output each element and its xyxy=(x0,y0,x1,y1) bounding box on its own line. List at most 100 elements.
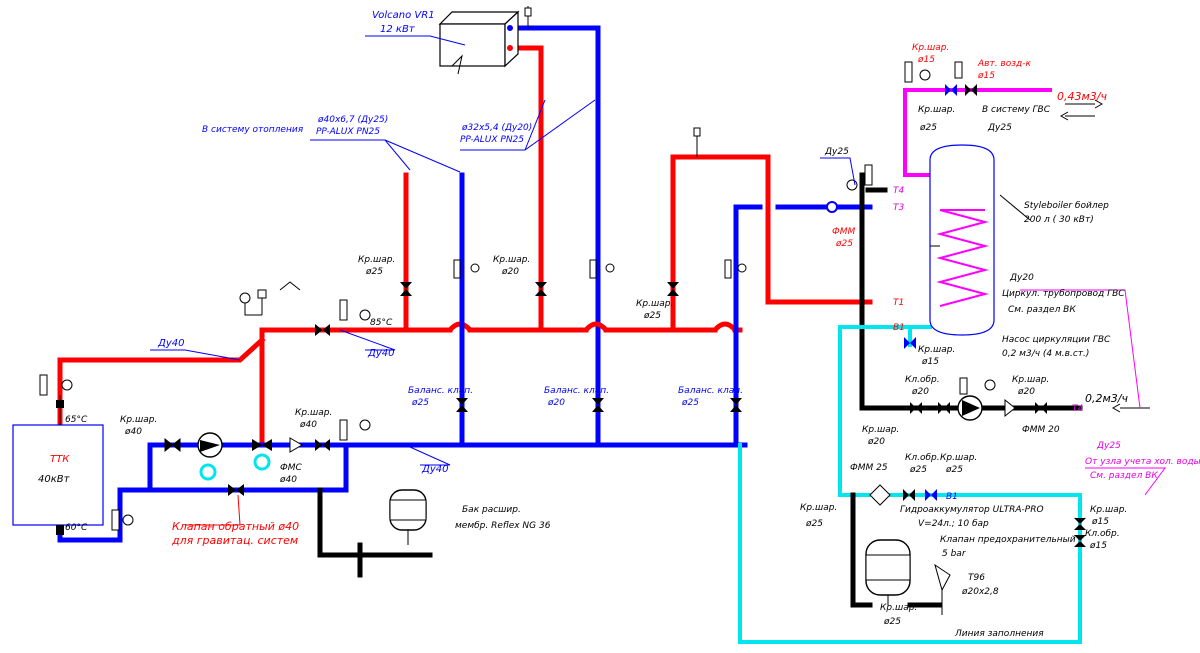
du20-label: Ду20 xyxy=(1009,273,1034,283)
kl-obr-25-label: Кл.обр. xyxy=(905,453,940,463)
temp-85-label: 85°С xyxy=(370,318,393,328)
fmm25-label: ФММ xyxy=(832,227,856,237)
ttk-power-label: 40кВт xyxy=(38,474,71,485)
kr-shar-15c-label: Кр.шар. xyxy=(1090,505,1127,515)
pipe-d32-mat-label: PP-ALUX PN25 xyxy=(460,135,524,145)
diagram-labels: Volcano VR1 12 кВт В систему отопления ø… xyxy=(38,10,1200,639)
main-pump xyxy=(197,432,223,481)
hydro-accumulator xyxy=(865,539,951,615)
kr-shar-25c-label: Кр.шар. xyxy=(918,105,955,115)
valve-ball-40b xyxy=(315,439,330,451)
safety-line2: 5 bar xyxy=(942,549,967,559)
du40-top-label: Ду40 xyxy=(157,338,184,349)
kr-shar-40a-d-label: ø40 xyxy=(124,427,142,437)
ttk-name-label: ТТК xyxy=(50,454,70,465)
t1-label: Т1 xyxy=(893,298,904,308)
kr-shar-top-d-label: ø15 xyxy=(917,55,935,65)
fill-line-label: Линия заполнения xyxy=(954,629,1044,639)
temp-60-label: 60°С xyxy=(65,523,88,533)
du40-bottom-label: Ду40 xyxy=(421,464,448,475)
du25-meter-label: Ду25 xyxy=(1096,441,1121,451)
meter-line1: От узла учета хол. воды xyxy=(1085,457,1200,467)
leaders xyxy=(150,35,1166,526)
dhw-pump xyxy=(910,377,1150,421)
fms-label: ФМС xyxy=(280,463,303,473)
kr-shar-25b-d-label: ø25 xyxy=(643,311,661,321)
balans-25a-d-label: ø25 xyxy=(411,398,429,408)
header-gauges xyxy=(239,281,371,441)
to-dhw-d-label: Ду25 xyxy=(987,123,1012,133)
kr-shar-20a-d-label: ø20 xyxy=(501,267,519,277)
kr-shar-25f-label: Кр.шар. xyxy=(880,603,917,613)
kr-shar-40a-label: Кр.шар. xyxy=(120,415,157,425)
kr-shar-15b-d-label: ø15 xyxy=(921,357,939,367)
pipe-d40-mat-label: PP-ALUX PN25 xyxy=(316,127,380,137)
b1-bottom-label: В1 xyxy=(946,492,958,502)
t4-bottom-label: Т4 xyxy=(1072,404,1083,414)
kr-shar-15c-d-label: ø15 xyxy=(1091,517,1109,527)
balans-25b-d-label: ø25 xyxy=(681,398,699,408)
tank-line1: Бак расшир. xyxy=(462,505,521,515)
fmm20-label: ФММ 20 xyxy=(1022,425,1060,435)
kr-shar-25c-d-label: ø25 xyxy=(919,123,937,133)
kr-shar-40b-d-label: ø40 xyxy=(299,420,317,430)
safety-line1: Клапан предохранительный xyxy=(940,535,1076,545)
kr-shar-20b-label: Кр.шар. xyxy=(862,425,899,435)
to-dhw-label: В систему ГВС xyxy=(982,105,1051,115)
kr-shar-25a-label: Кр.шар. xyxy=(358,255,395,265)
meter-line2: См. раздел ВК xyxy=(1090,471,1158,481)
kr-shar-25e-label: Кр.шар. xyxy=(800,503,837,513)
air-vent-volcano xyxy=(524,6,532,28)
balans-20-label: Баланс. клап. xyxy=(544,386,609,396)
hot-water-fittings xyxy=(904,61,1104,121)
styleboiler xyxy=(929,144,995,336)
kr-shar-40b-label: Кр.шар. xyxy=(295,408,332,418)
kr-shar-15b-label: Кр.шар. xyxy=(918,345,955,355)
ttk-gauges xyxy=(39,374,134,535)
kr-shar-20c-label: Кр.шар. xyxy=(1012,375,1049,385)
kr-shar-25a-d-label: ø25 xyxy=(365,267,383,277)
kr-shar-25d-d-label: ø25 xyxy=(945,465,963,475)
volcano-power-label: 12 кВт xyxy=(380,24,416,35)
expansion-tank xyxy=(389,489,427,545)
temp-65-label: 65°С xyxy=(65,415,88,425)
kr-shar-20b-d-label: ø20 xyxy=(867,437,885,447)
circ-line1: Циркул. трубопровод ГВС xyxy=(1002,289,1125,299)
hydroacc-line2: V=24л.; 10 бар xyxy=(918,519,989,529)
fmm25-d-label: ø25 xyxy=(835,239,853,249)
hydroacc-line1: Гидроаккумулятор ULTRA-PRO xyxy=(900,505,1044,515)
valve-3way xyxy=(252,439,272,471)
air-vent-red-loop xyxy=(693,127,701,157)
kl-obr-20-label: Кл.обр. xyxy=(905,375,940,385)
valve-main-header xyxy=(315,324,330,336)
kl-obr-25-d-label: ø25 xyxy=(909,465,927,475)
kl-obr-15-label: Кл.обр. xyxy=(1085,529,1120,539)
balans-20-d-label: ø20 xyxy=(547,398,565,408)
kr-shar-25e-d-label: ø25 xyxy=(805,519,823,529)
cold-water-fittings xyxy=(869,337,1086,547)
valve-ball-40a xyxy=(164,437,181,453)
check-valve-line2: для гравитац. систем xyxy=(171,534,298,547)
fmm25b-label: ФММ 25 xyxy=(850,463,888,473)
boiler-gauge xyxy=(826,164,873,213)
flow-043-label: 0,43м3/ч xyxy=(1057,90,1107,103)
valve-check-40 xyxy=(228,484,244,496)
pipes xyxy=(57,25,1083,644)
heating-system-label: В систему отопления xyxy=(202,125,304,135)
riser-valves xyxy=(400,259,747,412)
balans-25a-label: Баланс. клап. xyxy=(408,386,473,396)
boiler-line2: 200 л ( 30 кВт) xyxy=(1024,215,1094,225)
kr-shar-25d-label: Кр.шар. xyxy=(940,453,977,463)
kr-shar-20a-label: Кр.шар. xyxy=(493,255,530,265)
circ-line2: См. раздел ВК xyxy=(1008,305,1076,315)
balans-25b-label: Баланс. клап. xyxy=(678,386,743,396)
du40-mid-label: Ду40 xyxy=(367,348,394,359)
kr-shar-top-label: Кр.шар. xyxy=(912,43,949,53)
kl-obr-15-d-label: ø15 xyxy=(1089,541,1107,551)
air-vent-label: Авт. возд-к xyxy=(977,59,1031,69)
boiler-line1: Styleboiler бойлер xyxy=(1024,201,1109,211)
pipe-d32-size-label: ø32x5,4 (Ду20) xyxy=(461,123,532,133)
pump-line2: 0,2 м3/ч (4 м.в.ст.) xyxy=(1002,349,1089,359)
volcano-unit xyxy=(438,10,520,75)
